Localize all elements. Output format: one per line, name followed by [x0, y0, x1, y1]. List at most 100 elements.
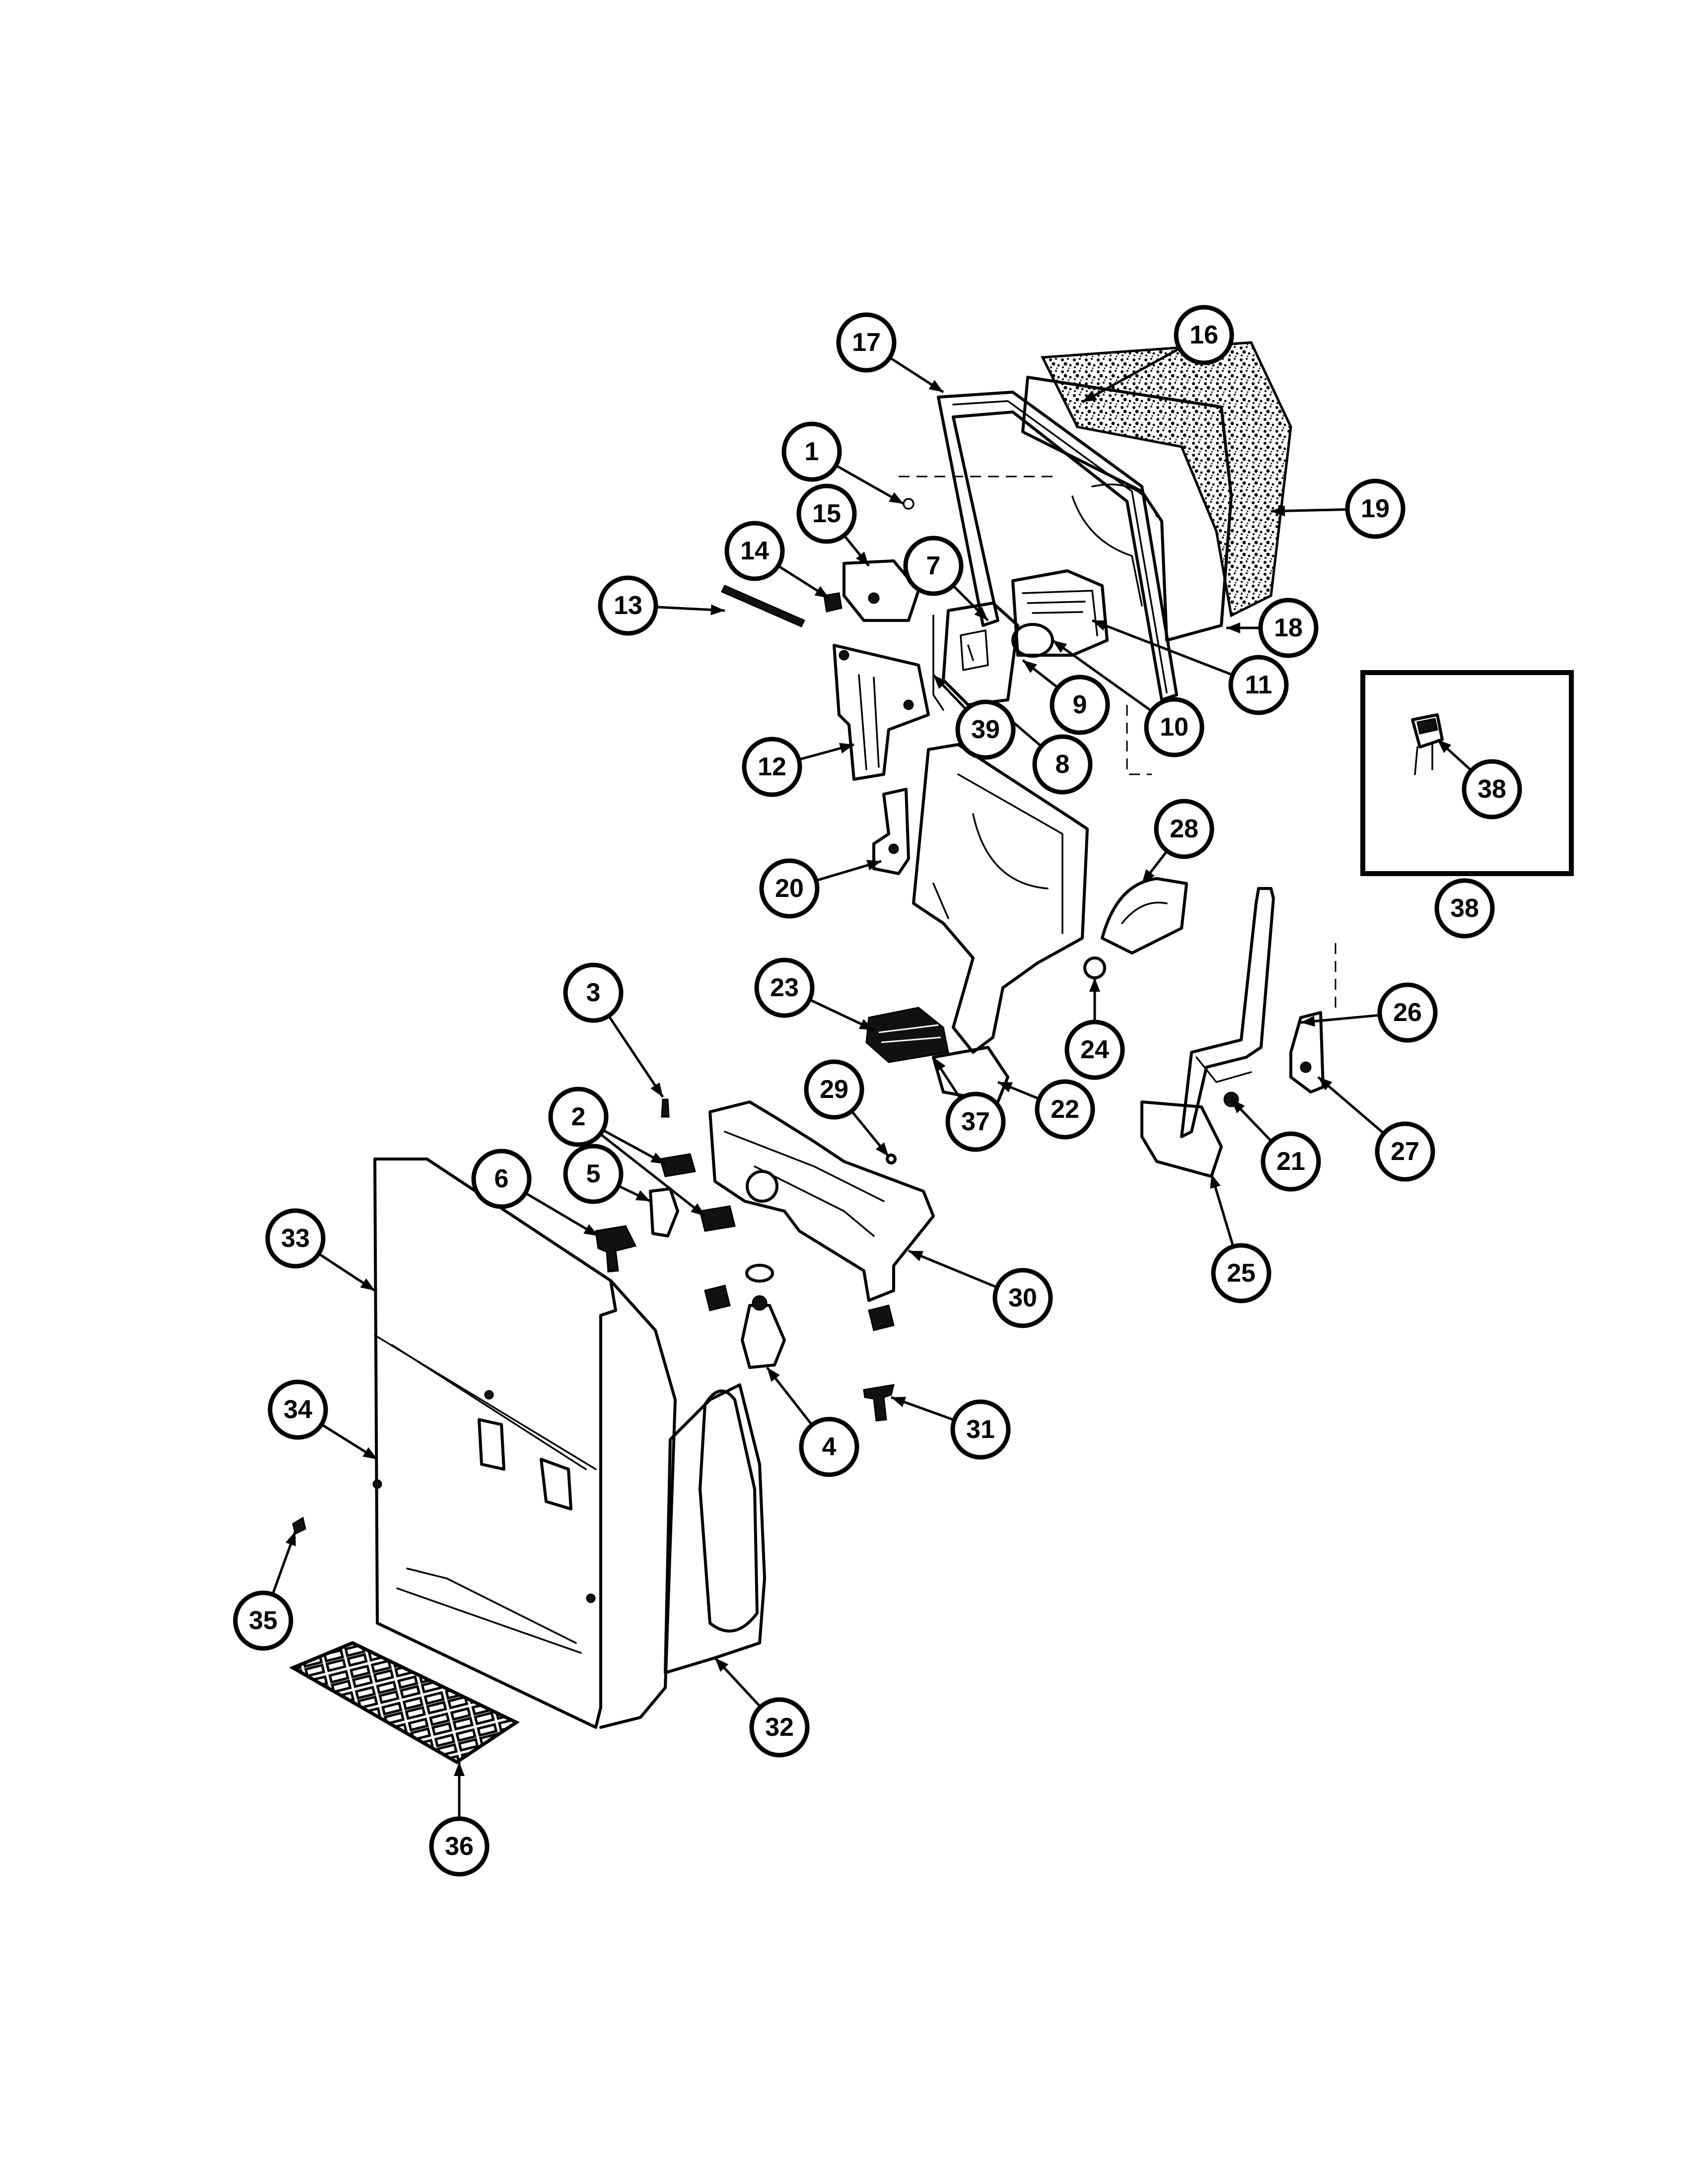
- callout-circle: [781, 421, 842, 482]
- callout-24: 24: [1064, 1020, 1125, 1080]
- callout-circle: [1377, 982, 1438, 1043]
- leader-line-9-arrowhead: [1023, 660, 1037, 673]
- callout-label: 14: [740, 537, 769, 565]
- callout-label: 37: [961, 1107, 990, 1136]
- leader-line-14-arrowhead: [814, 586, 829, 598]
- callout-circle: [268, 1379, 328, 1440]
- callout-label: 7: [926, 551, 941, 580]
- leader-line-10: [1052, 639, 1152, 712]
- leader-line-19-arrowhead: [1271, 505, 1285, 517]
- leader-line-17-arrowhead: [928, 380, 943, 392]
- callout-label: 11: [1245, 671, 1272, 699]
- callout-22: 22: [1035, 1079, 1095, 1140]
- leader-line-36-arrowhead: [454, 1762, 465, 1776]
- callout-label: 10: [1160, 713, 1189, 742]
- callout-label: 5: [586, 1160, 601, 1188]
- callout-circle: [1032, 734, 1093, 795]
- leader-line-32-arrowhead: [715, 1658, 729, 1672]
- callout-circle: [1035, 1079, 1095, 1140]
- callout-label: 3: [586, 978, 601, 1007]
- callout-circle: [429, 1816, 490, 1877]
- callout-25: 25: [1211, 1243, 1271, 1303]
- callout-label: 34: [283, 1395, 312, 1424]
- dispense-knob: [595, 1225, 637, 1273]
- leader-line-22-arrowhead: [998, 1082, 1013, 1092]
- callout-circle: [796, 483, 857, 544]
- arm-bracket: [1289, 1011, 1325, 1093]
- leader-line-2-b-arrowhead: [691, 1203, 705, 1216]
- leader-line-26-arrowhead: [1301, 1016, 1315, 1027]
- leader-line-6: [524, 1192, 599, 1237]
- leader-line-6-arrowhead: [583, 1224, 598, 1236]
- callout-label: 9: [1073, 690, 1087, 719]
- leader-line-15-arrowhead: [855, 551, 869, 566]
- leader-line-7-arrowhead: [974, 607, 988, 620]
- callout-label: 21: [1276, 1147, 1305, 1176]
- callout-20: 20: [759, 858, 820, 919]
- callout-1: 1: [781, 421, 842, 482]
- callout-circle: [1345, 478, 1406, 539]
- drip-screw: [292, 1516, 306, 1535]
- callout-34: 34: [268, 1379, 328, 1440]
- callout-label: 15: [812, 499, 841, 528]
- callout-circle: [1258, 598, 1319, 658]
- leader-line-39-arrowhead: [933, 675, 947, 689]
- callout-label: 29: [820, 1075, 848, 1104]
- leader-line-5-arrowhead: [635, 1190, 650, 1201]
- callout-circle: [471, 1149, 532, 1209]
- callout-circle: [563, 962, 624, 1023]
- leader-line-10-arrowhead: [1053, 640, 1067, 653]
- callout-circle: [265, 1208, 326, 1269]
- callout-circle: [754, 957, 815, 1018]
- leader-line-25-arrowhead: [1210, 1174, 1221, 1189]
- callout-30: 30: [992, 1268, 1053, 1328]
- callout-label: 2: [571, 1102, 586, 1131]
- callout-circle: [992, 1268, 1053, 1328]
- callout-32: 32: [749, 1697, 810, 1758]
- callout-26: 26: [1377, 982, 1438, 1043]
- washer: [745, 1264, 774, 1283]
- callout-17: 17: [836, 312, 897, 373]
- leader-line-27-arrowhead: [1318, 1077, 1333, 1091]
- valve-cap: [704, 1285, 731, 1311]
- callout-circle: [1228, 655, 1289, 715]
- drip-tray-grille: [289, 1641, 520, 1765]
- leader-line-18-arrowhead: [1226, 622, 1240, 633]
- leader-line-23-arrowhead: [858, 1019, 874, 1030]
- actuator-arm-assembly: [1140, 887, 1336, 1178]
- leader-line-12-arrowhead: [839, 743, 854, 753]
- callout-circle: [759, 858, 820, 919]
- hinge-bracket: [872, 788, 910, 875]
- leader-line-20-arrowhead: [866, 860, 881, 871]
- callout-circle: [799, 1417, 859, 1477]
- callout-label: 28: [1170, 815, 1198, 843]
- callout-3: 3: [563, 962, 624, 1023]
- callout-8: 8: [1032, 734, 1093, 795]
- callout-layer: 1234567891011121314151617181920212223242…: [233, 305, 1522, 1877]
- leader-line-21-arrowhead: [1231, 1099, 1245, 1113]
- callout-13: 13: [598, 575, 658, 636]
- motor-body: [1011, 569, 1109, 657]
- callout-16: 16: [1174, 305, 1234, 365]
- callout-circle: [1154, 799, 1214, 859]
- callout-circle: [233, 1590, 293, 1651]
- solenoid: [1101, 877, 1188, 955]
- callout-circle: [1211, 1243, 1271, 1303]
- callout-36: 36: [429, 1816, 490, 1877]
- dispenser-cabinet: [292, 1158, 766, 1729]
- leader-line-28-arrowhead: [1142, 869, 1155, 884]
- callout-27: 27: [1375, 1121, 1435, 1182]
- leader-line-30-arrowhead: [909, 1251, 924, 1261]
- callout-circle: [1174, 305, 1234, 365]
- leader-line-13-arrowhead: [710, 604, 725, 615]
- callout-circle: [1050, 675, 1110, 735]
- callout-circle: [1261, 1131, 1321, 1192]
- callout-label: 35: [249, 1606, 278, 1635]
- chute-door: [932, 1046, 1009, 1103]
- callout-circle: [945, 1092, 1006, 1152]
- callout-19: 19: [1345, 478, 1406, 539]
- leader-line-11: [1092, 619, 1233, 677]
- mounting-plate: [833, 644, 930, 781]
- leader-line-4-arrowhead: [767, 1367, 780, 1382]
